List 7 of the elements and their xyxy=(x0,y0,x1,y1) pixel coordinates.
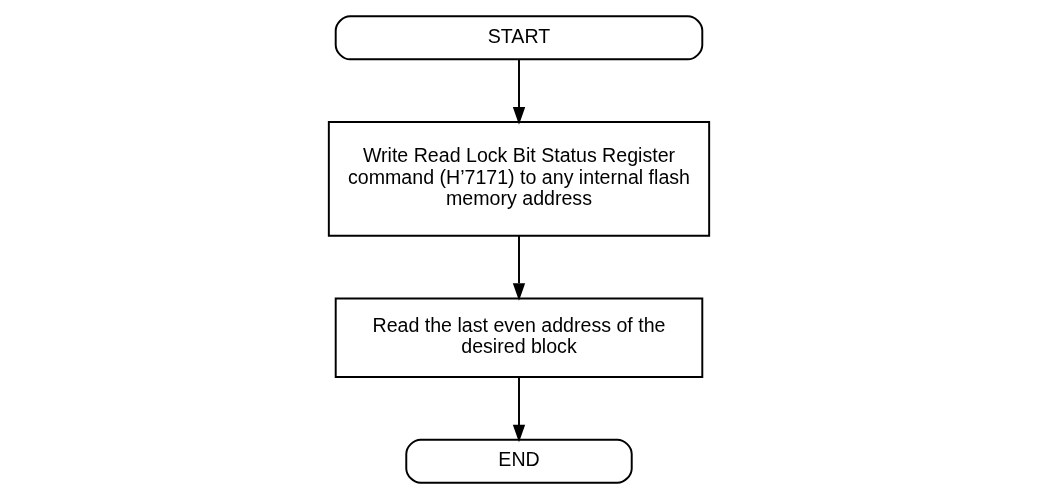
node-box: Read the last even address of the desired block xyxy=(334,297,703,378)
node-box: END xyxy=(404,438,633,484)
node-box: Write Read Lock Bit Status Register command (H’7171) to any internal flash memory address xyxy=(327,121,710,237)
arrow xyxy=(512,234,525,301)
node-box: START xyxy=(334,15,703,61)
arrow xyxy=(512,376,525,443)
arrow xyxy=(512,58,525,125)
